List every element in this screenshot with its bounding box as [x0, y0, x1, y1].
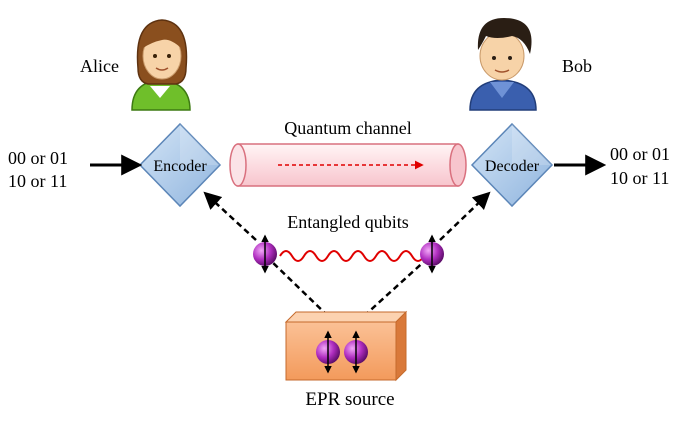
left-qubit-icon	[253, 234, 277, 274]
entanglement-wave	[279, 250, 437, 262]
decoder-label: Decoder	[485, 158, 540, 175]
output-bits-line2: 10 or 11	[610, 168, 669, 188]
bob-label: Bob	[562, 56, 592, 76]
right-qubit-icon	[420, 234, 444, 274]
source-to-left-qubit-line	[267, 257, 329, 317]
decoder-node	[470, 122, 554, 208]
source-to-right-qubit-line	[363, 257, 429, 317]
input-bits-line1: 00 or 01	[8, 148, 68, 168]
input-bits-line2: 10 or 11	[8, 171, 67, 191]
epr-source-box	[284, 310, 408, 382]
encoder-label: Encoder	[153, 158, 207, 175]
source-qubit-right-icon	[344, 330, 368, 374]
alice-avatar-icon	[131, 19, 191, 111]
output-bits-line1: 00 or 01	[610, 144, 670, 164]
right-qubit-to-decoder-arrow	[439, 191, 491, 241]
quantum-channel-tube	[229, 143, 467, 187]
epr-source-label: EPR source	[305, 389, 394, 410]
encoder-node	[138, 122, 222, 208]
bob-avatar-icon	[469, 18, 537, 111]
entangled-qubits-label: Entangled qubits	[287, 212, 408, 232]
source-qubit-left-icon	[316, 330, 340, 374]
left-qubit-to-encoder-arrow	[203, 191, 257, 241]
quantum-channel-label: Quantum channel	[284, 118, 411, 138]
alice-label: Alice	[80, 56, 119, 76]
